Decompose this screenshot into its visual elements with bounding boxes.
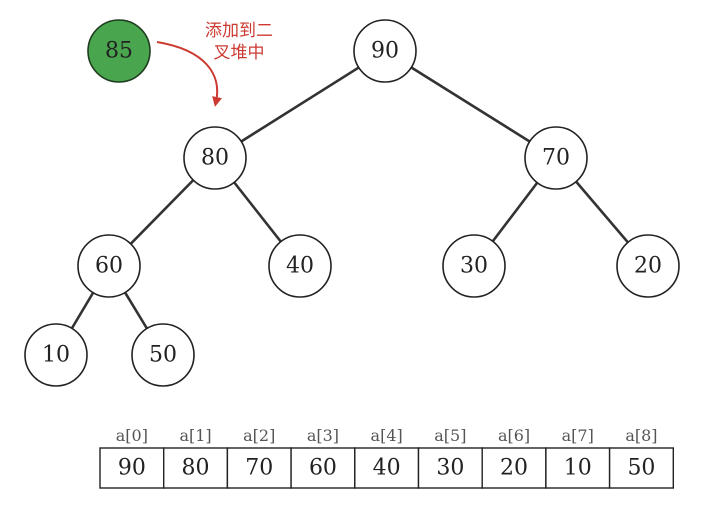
tree-node-label: 40 [286, 254, 314, 279]
array-cell [99, 447, 165, 489]
array-index-label: a[8] [625, 426, 657, 445]
array-cell [290, 447, 356, 489]
array-cell-value: 60 [309, 456, 337, 481]
array-cell [226, 447, 292, 489]
tree-node: 30 [442, 234, 506, 298]
tree-node-label: 30 [460, 254, 488, 279]
tree-node-circle [131, 323, 195, 387]
heap-array: a[0] 90 a[1] 80 a[2] 70 a[3] 60 a[4] 40 a[5] 30 a[6]… [99, 426, 674, 489]
tree-node-label: 80 [201, 146, 229, 171]
array-index-label: a[4] [371, 426, 403, 445]
tree-nodes: 90 80 70 60 40 30 20 10 50 [24, 19, 680, 387]
tree-node: 90 [353, 19, 417, 83]
array-index-label: a[2] [243, 426, 275, 445]
array-cell-value: 20 [500, 456, 528, 481]
insert-annotation: 添加到二 叉堆中 [156, 21, 273, 107]
tree-node: 60 [77, 234, 141, 298]
tree-node-circle [353, 19, 417, 83]
tree-node-circle [268, 234, 332, 298]
tree-node-label: 20 [634, 254, 662, 279]
array-cell [545, 447, 611, 489]
tree-node-label: 10 [42, 343, 70, 368]
insert-arrow-icon [156, 41, 222, 107]
array-cell-value: 10 [564, 456, 592, 481]
tree-node-label: 70 [542, 146, 570, 171]
tree-node: 20 [616, 234, 680, 298]
array-cell-value: 90 [118, 456, 146, 481]
new-node-circle [87, 19, 151, 83]
tree-node: 70 [524, 126, 588, 190]
tree-node-circle [183, 126, 247, 190]
array-cell-value: 30 [436, 456, 464, 481]
array-index-label: a[1] [179, 426, 211, 445]
tree-node: 40 [268, 234, 332, 298]
new-node: 85 [87, 19, 151, 83]
array-cell-value: 70 [245, 456, 273, 481]
tree-node: 80 [183, 126, 247, 190]
array-cell [354, 447, 420, 489]
tree-node: 10 [24, 323, 88, 387]
array-index-label: a[3] [307, 426, 339, 445]
annotation-line-2: 叉堆中 [214, 43, 265, 63]
array-cell [162, 447, 229, 489]
annotation-line-1: 添加到二 [205, 21, 273, 41]
array-index-label: a[7] [562, 426, 594, 445]
tree-node-circle [442, 234, 506, 298]
tree-node: 50 [131, 323, 195, 387]
array-cell-value: 40 [373, 456, 401, 481]
array-cell [481, 447, 547, 489]
array-index-label: a[5] [434, 426, 466, 445]
tree-edge [214, 49, 386, 160]
tree-node-label: 50 [149, 343, 177, 368]
array-index-label: a[0] [116, 426, 148, 445]
tree-node-circle [524, 126, 588, 190]
tree-node-label: 60 [95, 254, 123, 279]
tree-edge [384, 49, 557, 160]
tree-node-circle [616, 234, 680, 298]
new-node-label: 85 [105, 39, 133, 64]
array-index-label: a[6] [498, 426, 530, 445]
tree-node-circle [24, 323, 88, 387]
array-cell-value: 50 [627, 456, 655, 481]
tree-edges [54, 49, 649, 356]
array-cell [608, 447, 674, 489]
tree-node-circle [77, 234, 141, 298]
array-cell-value: 80 [182, 456, 210, 481]
tree-node-label: 90 [371, 39, 399, 64]
array-cell [417, 447, 483, 489]
